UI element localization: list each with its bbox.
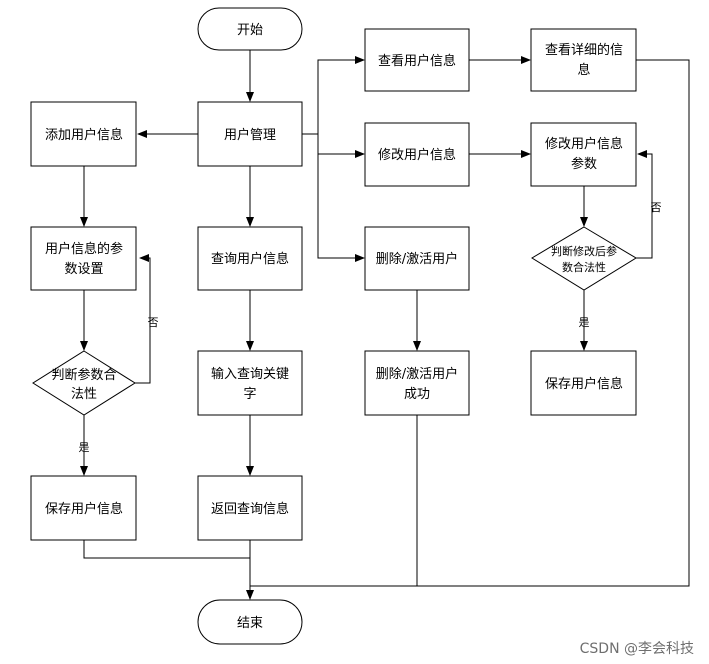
edit-params-node: 修改用户信息 参数: [530, 122, 637, 187]
save-left-box: [30, 475, 137, 541]
check-valid-left-diamond: [32, 350, 136, 416]
user-mgmt-node: 用户管理: [197, 101, 303, 167]
view-user-node: 查看用户信息: [364, 28, 470, 92]
param-setting-line-1: 用户信息的参: [45, 241, 123, 257]
view-detail-node: 查看详细的信 息: [530, 28, 637, 92]
param-setting-line-2: 数设置: [64, 262, 103, 277]
check-valid-right-diamond: [531, 226, 637, 291]
delete-user-node: 删除/激活用户: [364, 226, 470, 291]
edges: [80, 50, 690, 600]
save-left-node: 保存用户信息: [30, 475, 137, 541]
save-right-box: [530, 350, 637, 416]
edge-check-left-no: [135, 254, 151, 384]
check-valid-right-line-1: 判断修改后参: [551, 244, 617, 258]
check-valid-left-yes-label: 是: [79, 441, 90, 454]
query-user-node: 查询用户信息: [197, 226, 303, 291]
query-user-label: 查询用户信息: [211, 251, 289, 267]
delete-user-label: 删除/激活用户: [376, 251, 458, 267]
edge-detail-to-end: [250, 59, 690, 587]
delete-success-line-2: 成功: [404, 387, 430, 402]
return-query-node: 返回查询信息: [197, 475, 303, 541]
save-right-node: 保存用户信息: [530, 350, 637, 416]
check-valid-right-no-label: 否: [651, 201, 662, 214]
param-setting-box: [30, 226, 137, 291]
check-valid-right-node: 判断修改后参 数合法性: [531, 226, 637, 291]
end-terminator: [197, 599, 303, 645]
input-keyword-line-1: 输入查询关键: [211, 366, 289, 382]
input-keyword-node: 输入查询关键 字: [197, 350, 303, 416]
edge-user-mgmt-to-edit: [317, 134, 365, 158]
save-right-label: 保存用户信息: [545, 376, 623, 392]
edit-params-box: [530, 122, 637, 187]
edit-params-line-1: 修改用户信息: [545, 136, 623, 152]
edit-user-label: 修改用户信息: [378, 147, 456, 163]
edit-params-line-2: 参数: [571, 156, 597, 172]
input-keyword-line-2: 字: [243, 387, 256, 402]
view-detail-box: [530, 28, 637, 92]
end-label: 结束: [237, 616, 263, 631]
user-mgmt-box: [197, 101, 303, 167]
check-valid-left-line-1: 判断参数合: [51, 367, 116, 383]
view-detail-line-1: 查看详细的信: [545, 42, 623, 58]
return-query-label: 返回查询信息: [211, 501, 289, 517]
return-query-box: [197, 475, 303, 541]
edge-save-left-to-end: [83, 540, 250, 559]
view-user-label: 查看用户信息: [378, 53, 456, 69]
query-user-box: [197, 226, 303, 291]
edge-user-mgmt-to-delete: [317, 154, 365, 262]
add-user-node: 添加用户信息: [30, 101, 137, 167]
check-valid-left-node: 判断参数合 法性: [32, 350, 136, 416]
watermark: CSDN @李会科技: [580, 641, 694, 657]
check-valid-left-line-2: 法性: [71, 387, 97, 402]
check-valid-right-line-2: 数合法性: [562, 260, 606, 274]
delete-user-box: [364, 226, 470, 291]
edge-user-mgmt-to-view: [302, 56, 365, 135]
start-terminator: [197, 7, 303, 51]
edit-user-box: [364, 122, 470, 187]
add-user-label: 添加用户信息: [45, 127, 123, 143]
start-node: 开始: [197, 7, 303, 51]
check-valid-right-yes-label: 是: [579, 316, 590, 329]
view-user-box: [364, 28, 470, 92]
start-label: 开始: [237, 23, 263, 38]
user-mgmt-label: 用户管理: [224, 127, 276, 143]
input-keyword-box: [197, 350, 303, 416]
save-left-label: 保存用户信息: [45, 501, 123, 517]
param-setting-node: 用户信息的参 数设置: [30, 226, 137, 291]
end-node: 结束: [197, 599, 303, 645]
delete-success-line-1: 删除/激活用户: [376, 366, 458, 382]
add-user-box: [30, 101, 137, 167]
delete-success-node: 删除/激活用户 成功: [364, 350, 470, 416]
edit-user-node: 修改用户信息: [364, 122, 470, 187]
check-valid-left-no-label: 否: [148, 316, 159, 329]
view-detail-line-2: 息: [577, 62, 590, 78]
delete-success-box: [364, 350, 470, 416]
edge-check-right-no: [636, 150, 653, 259]
